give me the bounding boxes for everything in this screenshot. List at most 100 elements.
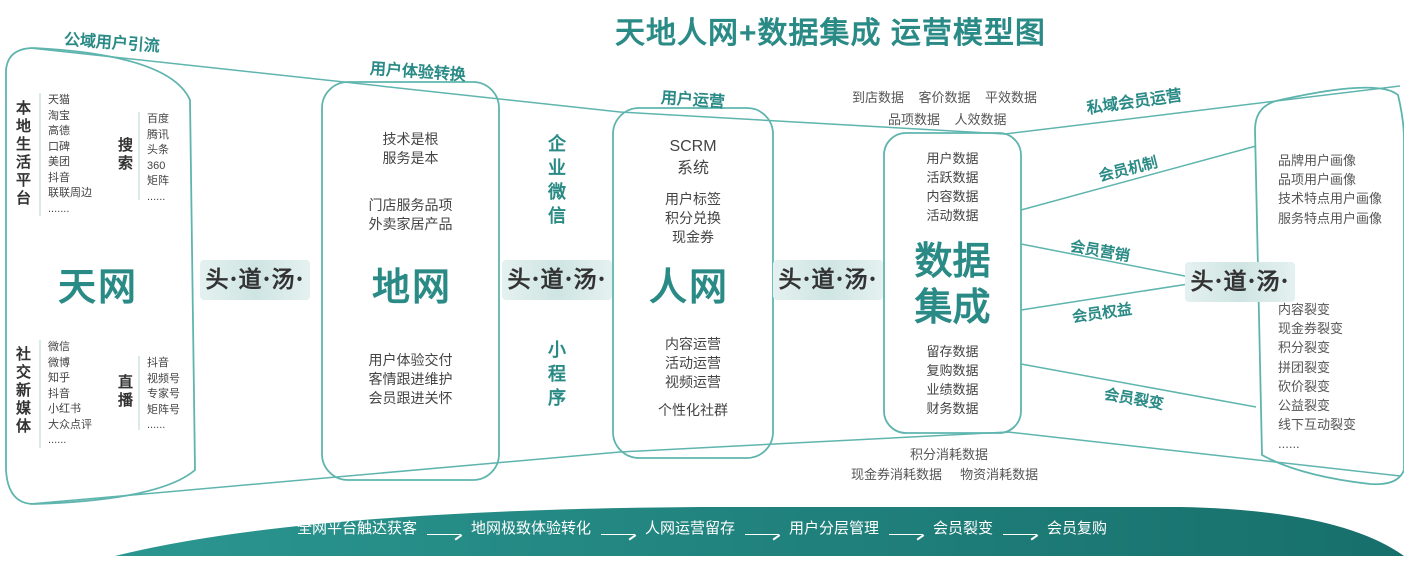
step-3: 人网运营留存 [644,520,735,537]
connector-4: 头·道·汤· [1185,262,1295,302]
data-below-row2: 现金券消耗数据 物资消耗数据 [851,464,1038,483]
list-item: 腾讯 [147,128,169,141]
list-item: 现金券 [672,229,714,245]
list-item: 线下互动裂变 [1278,417,1357,433]
arrow-icon [1003,526,1038,535]
step-5: 会员裂变 [933,520,994,537]
list-item: ...... [147,419,166,431]
list-item: 会员跟进关怀 [368,390,453,406]
page-title: 天地人网+数据集成 运营模型图 [615,17,1046,50]
list-item: 用户体验交付 [368,352,453,368]
list-item: 留存数据 [926,344,979,359]
list-item: 内容运营 [665,336,721,352]
list-item: 客价数据 [918,90,971,105]
list-item: 积分裂变 [1278,340,1331,356]
list-item: 活动运营 [665,355,721,371]
list-item: 抖音 [48,171,70,184]
di-title: 地网 [372,264,453,309]
arrow-icon [745,526,779,535]
member-line-fission [1020,363,1257,408]
social-media-list: 微信 微博 知乎 抖音 小红书 大众点评 ...... [48,340,92,449]
list-item: 头条 [147,144,169,156]
funnel-bottom-line [29,431,1401,505]
list-item: 物资消耗数据 [960,467,1039,482]
arrow-icon [889,526,924,535]
list-item: 人效数据 [954,112,1007,127]
live-label: 直播 [116,374,133,410]
social-media-label: 社交新媒体 [14,346,31,436]
list-item: ...... [147,190,166,203]
data-below-row1: 积分消耗数据 [910,444,988,463]
ren-top-list: 用户标签 积分兑换 现金券 [613,190,773,247]
data-above-row1: 到店数据 客价数据 平效数据 [852,87,1037,106]
list-item: 淘宝 [48,109,70,122]
connector-1: 头·道·汤· [200,260,310,300]
data-shape [883,132,1022,434]
list-item: 联联周边 [48,187,92,199]
local-life-label: 本地生活平台 [14,100,31,208]
list-item: 天猫 [48,94,70,106]
step-1: 全网平台触达获客 [296,520,417,537]
list-item: 服务是本 [382,150,439,166]
list-item: 现金券裂变 [1278,321,1344,337]
list-item: 专家号 [147,388,180,400]
member-line-mechanism [1020,145,1257,211]
list-item: 技术是根 [382,131,439,147]
label-user-operation: 用户运营 [660,89,726,112]
arrow-icon [426,526,461,535]
di-mid-list: 门店服务品项 外卖家居产品 [322,196,499,234]
list-item: 视频运营 [665,374,721,390]
list-item: 知乎 [48,372,70,384]
tian-title: 天网 [58,264,139,309]
list-item: 用户标签 [665,191,721,207]
ren-title: 人网 [649,264,730,309]
bottom-steps: 全网平台触达获客 地网极致体验转化 人网运营留存 用户分层管理 会员裂变 会员复… [0,517,1404,538]
connector-2: 头·道·汤· [502,260,612,300]
list-item: 业绩数据 [926,382,979,397]
member-line-marketing [1020,243,1196,279]
step-6: 会员复购 [1047,520,1108,537]
ren-bottom-list: 内容运营 活动运营 视频运营 [613,335,773,392]
list-item: 品项数据 [888,112,941,127]
local-life-list: 天猫 淘宝 高德 口碑 美团 抖音 联联周边 ....... [48,93,92,217]
list-item: 复购数据 [926,363,979,378]
list-item: 内容数据 [926,189,979,204]
list-item: 现金券消耗数据 [851,467,943,482]
fission-list: 内容裂变 现金券裂变 积分裂变 拼团裂变 砍价裂变 公益裂变 线下互动裂变 ..… [1278,300,1356,454]
list-item: ....... [48,202,70,215]
list-item: 公益裂变 [1278,398,1331,414]
search-label: 搜索 [116,137,133,173]
scrm-system: SCRM 系统 [613,136,773,180]
list-item: 拼团裂变 [1278,359,1331,375]
portrait-list: 品牌用户画像 品项用户画像 技术特点用户画像 服务特点用户画像 [1278,151,1382,228]
wecom-label: 企业微信 [546,134,566,230]
list-item: 技术特点用户画像 [1278,191,1383,207]
list-item: 活跃数据 [926,170,979,185]
scrm-label: SCRM [669,138,717,155]
list-item: 服务特点用户画像 [1278,210,1383,226]
list-item: 品项用户画像 [1278,172,1357,188]
list-item: 高德 [48,125,70,137]
list-item: 活动数据 [926,208,979,223]
list-item: 门店服务品项 [368,197,453,213]
connector-3: 头·道·汤· [773,260,883,300]
list-item: 美团 [48,156,70,168]
list-item: 到店数据 [852,90,905,105]
step-2: 地网极致体验转化 [470,520,591,537]
di-top-list: 技术是根 服务是本 [322,130,499,168]
arrow-icon [600,526,635,535]
step-4: 用户分层管理 [789,520,880,537]
list-item: 矩阵 [147,175,169,187]
list-item: 矩阵号 [147,403,180,416]
search-list: 百度 腾讯 头条 360 矩阵 ...... [147,112,169,205]
list-item: 抖音 [147,357,169,369]
list-item: 小红书 [48,403,81,415]
tian-shape [5,47,196,505]
list-item: 客情跟进维护 [368,371,453,387]
member-line-rights [1020,282,1196,311]
di-shape [321,81,500,481]
data-above-row2: 品项数据 人效数据 [888,109,1006,128]
di-bottom-list: 用户体验交付 客情跟进维护 会员跟进关怀 [322,351,499,408]
list-item: 平效数据 [984,90,1037,105]
list-item: 微信 [48,341,70,353]
